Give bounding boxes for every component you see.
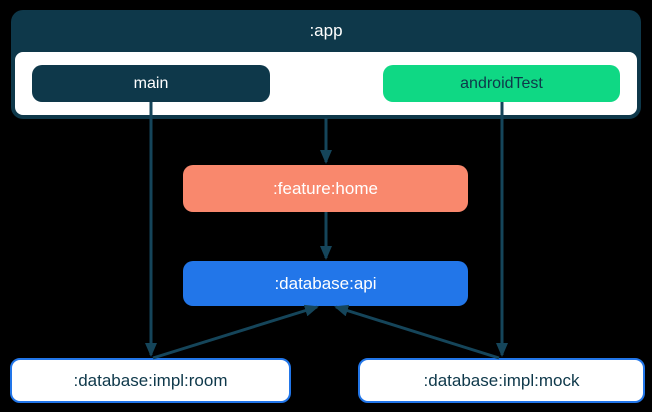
- edge-impl-room-to-database-api: [152, 304, 319, 360]
- module-feature-home: :feature:home: [183, 165, 468, 212]
- module-app-label: :app: [309, 21, 343, 40]
- module-app-sourcesets: main androidTest: [15, 52, 637, 115]
- module-database-impl-room: :database:impl:room: [10, 358, 291, 403]
- module-database-api: :database:api: [183, 261, 468, 306]
- sourceset-main: main: [32, 65, 270, 102]
- sourceset-androidtest: androidTest: [383, 65, 620, 102]
- edge-impl-mock-to-database-api: [334, 304, 500, 360]
- module-database-impl-mock: :database:impl:mock: [358, 358, 645, 403]
- module-app: :app main androidTest: [11, 10, 641, 119]
